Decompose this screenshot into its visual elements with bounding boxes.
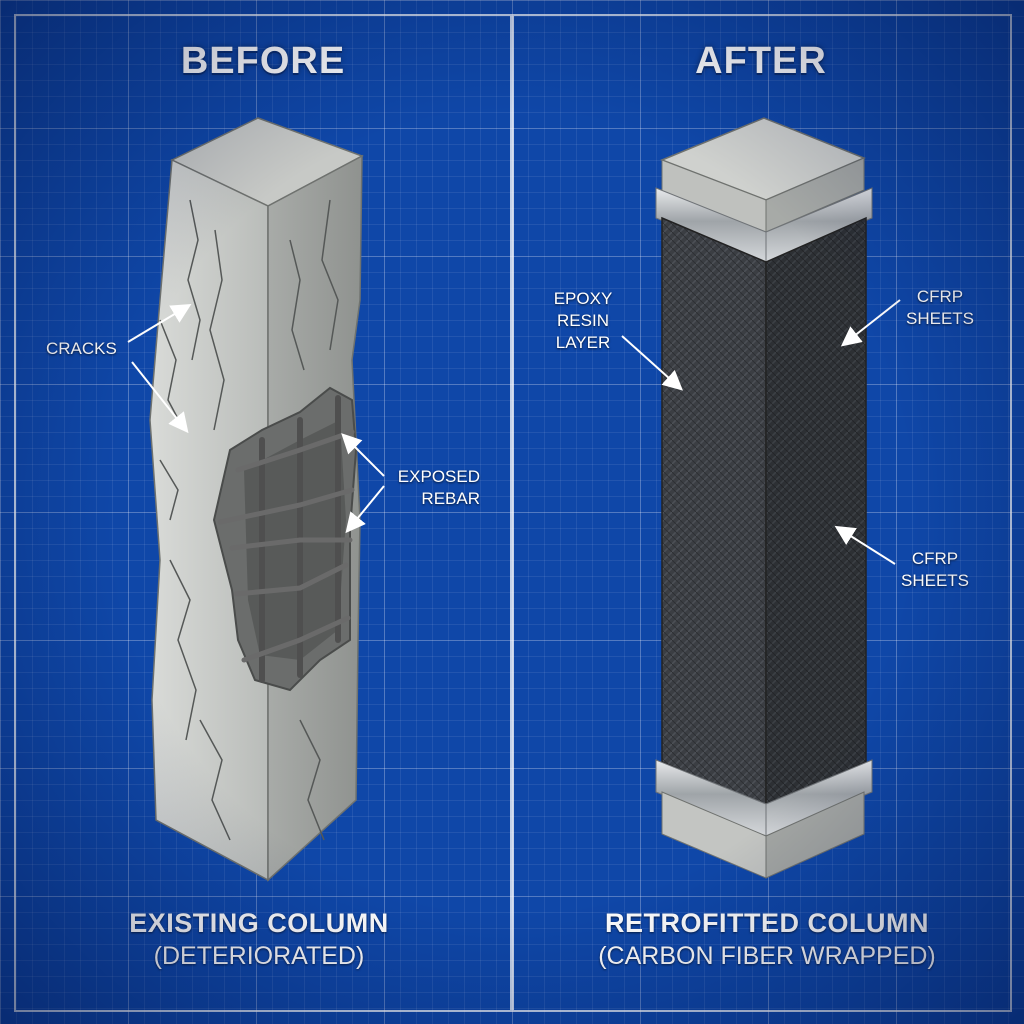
existing-column-caption: EXISTING COLUMN xyxy=(129,908,389,938)
cfrp-sheets-label-bottom: CFRP SHEETS xyxy=(895,548,975,592)
cracks-label: CRACKS xyxy=(46,339,117,358)
cfrp-top-line-1: CFRP xyxy=(916,287,964,306)
cfrp-top-line-2: SHEETS xyxy=(905,309,975,328)
after-heading: AFTER xyxy=(695,40,827,82)
exposed-rebar-label: EXPOSED REBAR xyxy=(380,466,480,510)
after-panel-frame xyxy=(512,14,1012,1012)
before-heading: BEFORE xyxy=(180,40,346,82)
carbon-fiber-wrapped-caption: (CARBON FIBER WRAPPED) xyxy=(598,942,936,970)
retrofitted-column-caption: RETROFITTED COLUMN xyxy=(605,908,929,938)
cracks-arrow-lower xyxy=(131,361,189,434)
exposed-rebar-line-1: EXPOSED xyxy=(397,467,480,486)
rebar-arrow-upper xyxy=(341,433,385,477)
cfrp-sheets-label-top: CFRP SHEETS xyxy=(900,286,980,330)
epoxy-arrow xyxy=(621,335,683,391)
exposed-rebar-line-2: REBAR xyxy=(421,489,480,508)
cfrp-bottom-line-2: SHEETS xyxy=(900,571,970,590)
leader-arrows xyxy=(127,299,901,565)
cfrp-bottom-arrow xyxy=(834,525,896,565)
cfrp-top-arrow xyxy=(840,299,901,347)
rebar-arrow-lower xyxy=(345,485,385,534)
epoxy-line-2: RESIN xyxy=(557,311,609,330)
epoxy-line-3: LAYER xyxy=(555,333,611,352)
cfrp-bottom-line-1: CFRP xyxy=(911,549,959,568)
retrofitted-column xyxy=(655,117,873,879)
epoxy-resin-label: EPOXY RESIN LAYER xyxy=(540,288,626,354)
epoxy-line-1: EPOXY xyxy=(553,289,613,308)
cracks-arrow-upper xyxy=(127,303,192,343)
deteriorated-caption: (DETERIORATED) xyxy=(153,942,365,970)
before-panel-frame xyxy=(14,14,512,1012)
deteriorated-column xyxy=(149,117,364,882)
